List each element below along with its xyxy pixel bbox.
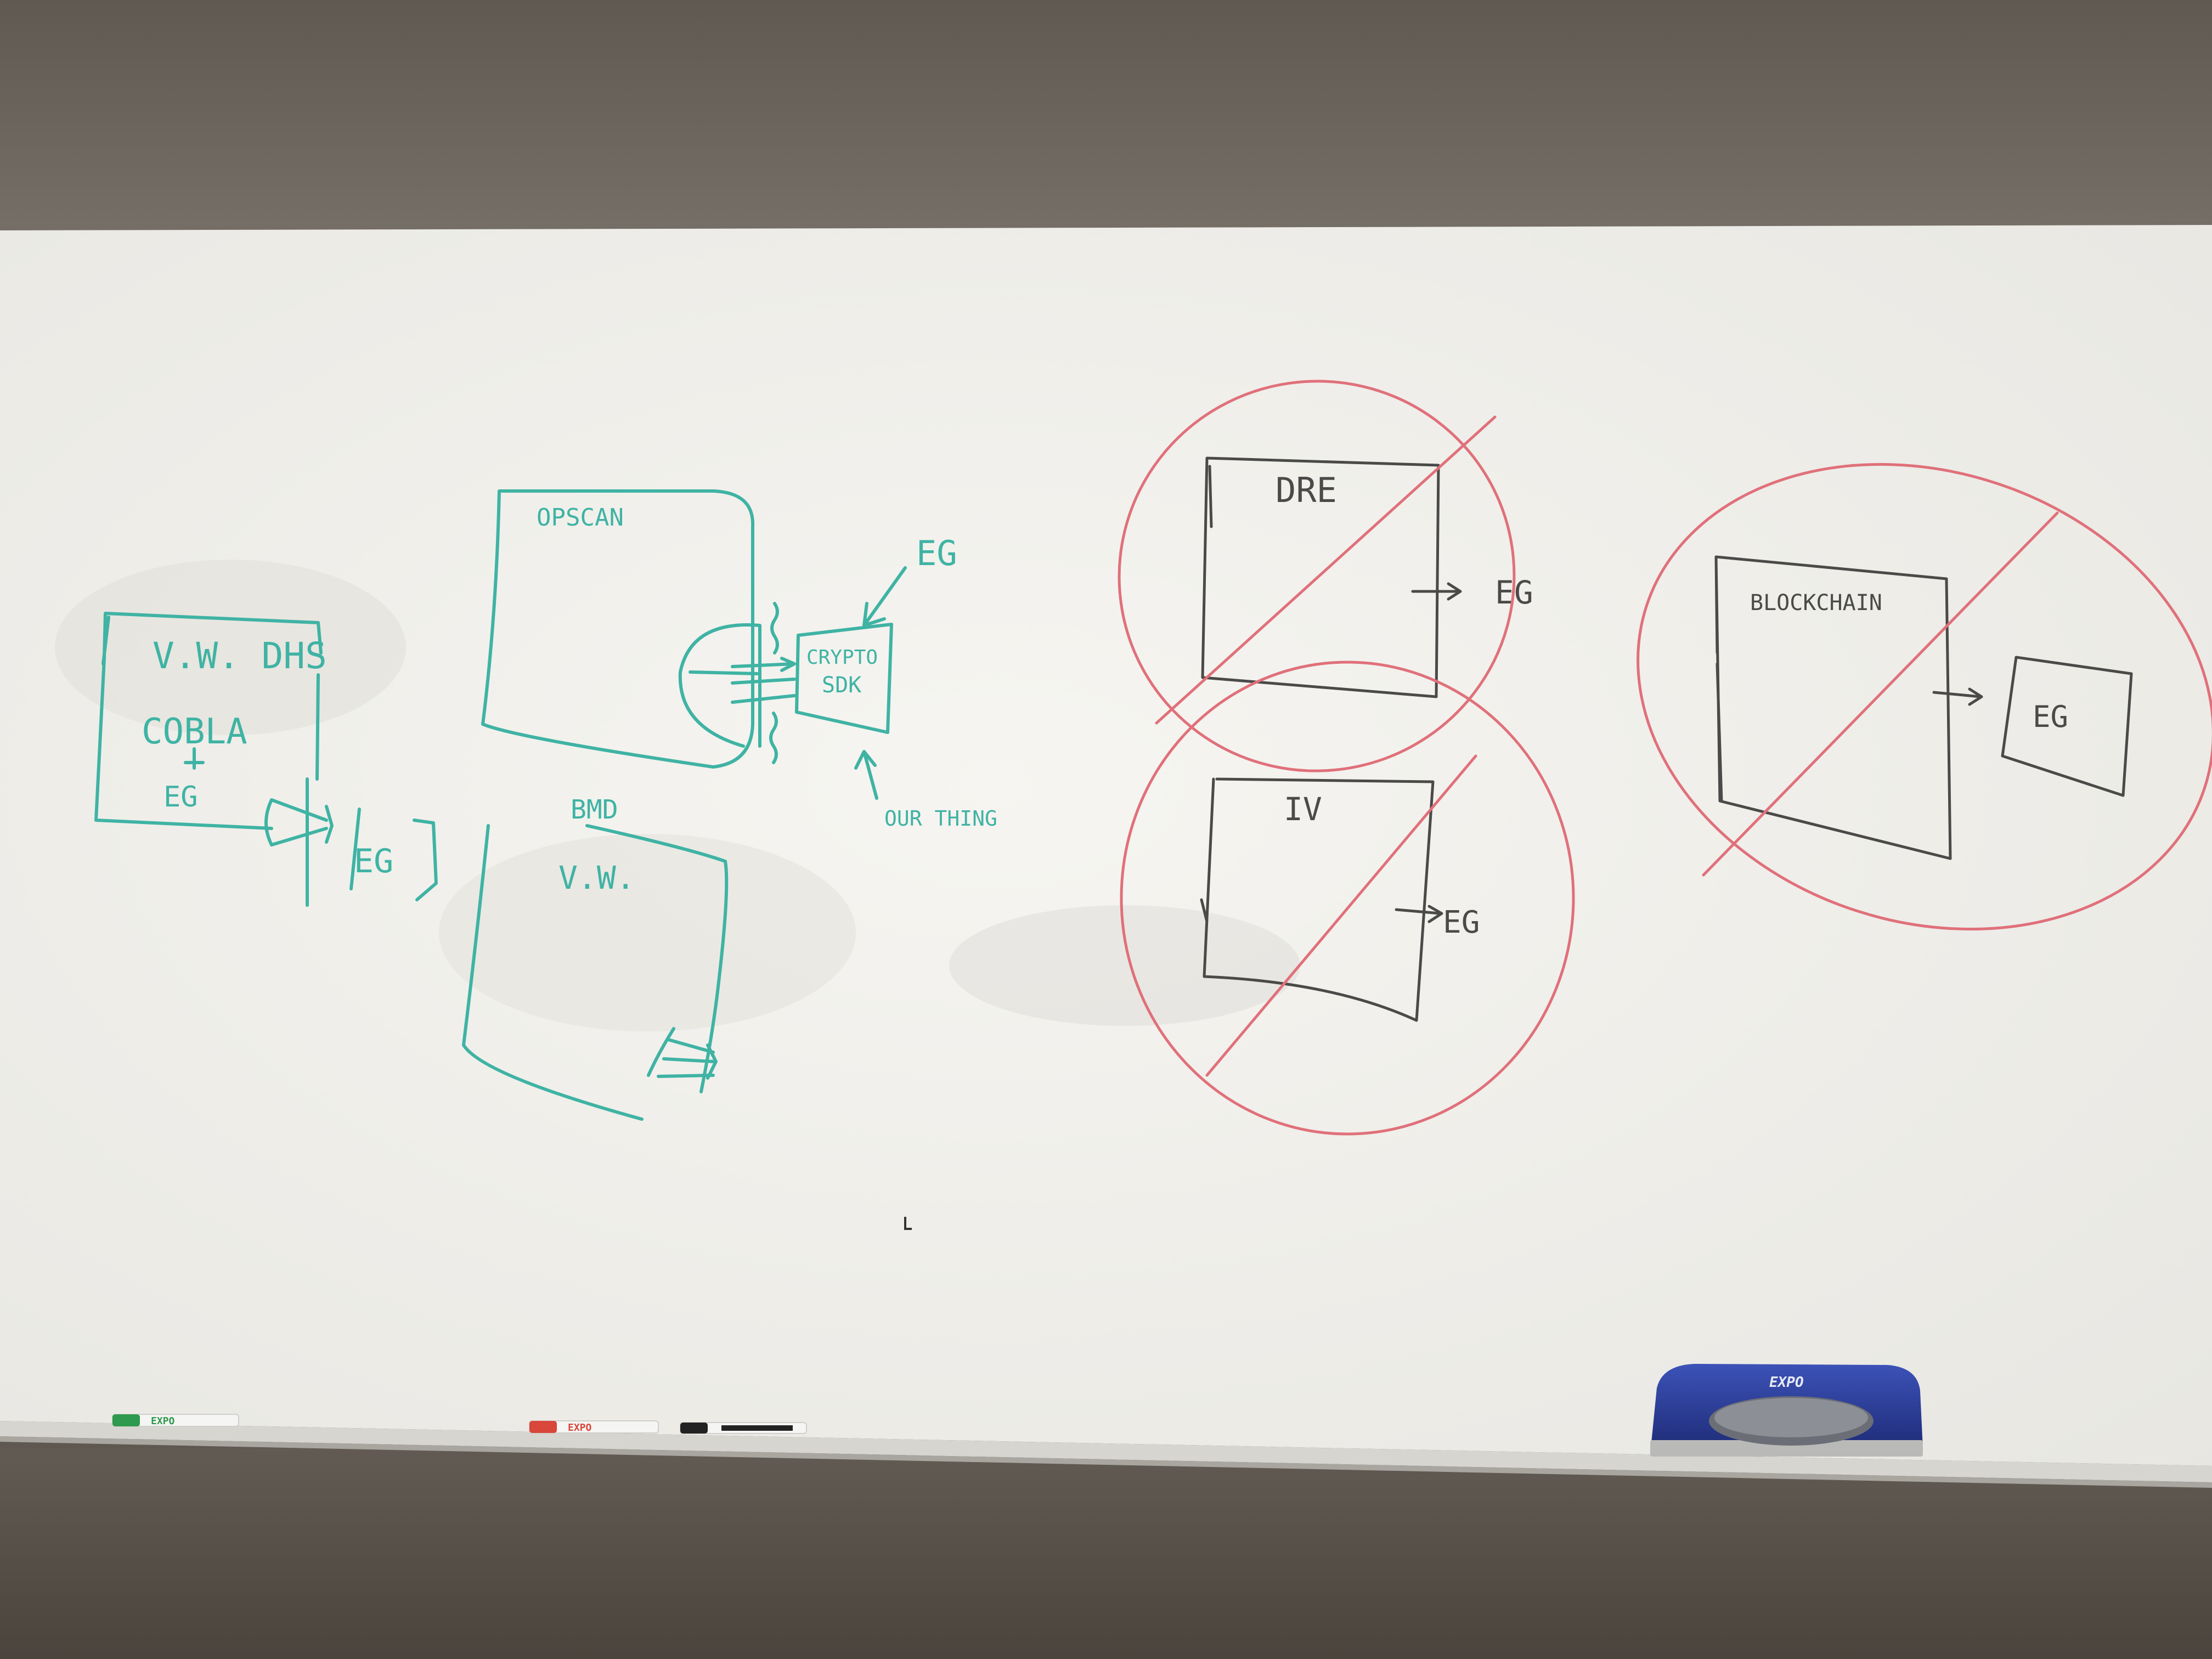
black-marker[interactable] [680, 1422, 807, 1434]
eraser-smudge [949, 905, 1300, 1026]
dre-circle-slash-icon [1118, 380, 1516, 772]
bmd-vw-label: V.W. [558, 859, 635, 896]
opscan-to-crypto-arrow-icon [731, 657, 796, 704]
sdk-label: SDK [822, 673, 861, 698]
bmd-output-arrow-icon [647, 1027, 718, 1080]
marker-tray [0, 1421, 2212, 1482]
crypto-label: CRYPTO [806, 646, 878, 669]
crypto-sdk-box [795, 623, 893, 734]
blockchain-eg-label: EG [2033, 699, 2068, 734]
black-diagram: DRE EG IV EG BLOCKCHAIN EG [1200, 456, 2133, 1022]
bmd-label: BMD [571, 794, 618, 825]
eraser-smudge [439, 834, 856, 1031]
our-thing-pointer-arrow-icon [854, 750, 878, 800]
teal-diagram: V.W. DHS COBLA EG EG OPSCAN CRYPTO SDK E… [94, 489, 997, 1121]
wavy-signal [769, 602, 779, 764]
blockchain-circle-slash-icon [1637, 462, 2212, 931]
bmd-box [462, 824, 729, 1121]
our-thing-label: OUR THING [884, 806, 997, 831]
whiteboard [0, 225, 2212, 1466]
dre-box [1201, 456, 1440, 698]
opscan-box [481, 489, 755, 769]
dre-label: DRE [1276, 470, 1337, 510]
wall-top [0, 0, 2212, 236]
iv-circle-slash-icon [1120, 661, 1575, 1136]
wall-bottom [0, 1448, 2212, 1659]
marker-brand-label: EXPO [568, 1422, 592, 1434]
blockchain-label: BLOCKCHAIN [1750, 590, 1882, 616]
stray-mark [904, 1217, 912, 1230]
vw-dhs-box [94, 612, 323, 830]
eraser-brand-label: EXPO [1769, 1374, 1804, 1391]
eg-pointer-arrow-icon [862, 566, 907, 627]
iv-to-eg-arrow-icon [1395, 905, 1443, 923]
tray-lip [0, 1436, 2212, 1488]
vw-to-eg-arrow-icon [264, 777, 334, 907]
cobla-label: COBLA [142, 712, 247, 752]
dre-to-eg-arrow-icon [1411, 582, 1462, 601]
blockchain-to-eg-arrow-icon [1932, 687, 1983, 706]
eg-left-label: EG [354, 842, 393, 881]
red-crossouts [1118, 380, 2212, 1136]
marker-brand-label: EXPO [151, 1415, 175, 1427]
green-marker[interactable]: EXPO [112, 1414, 239, 1427]
blockchain-box [1714, 555, 1952, 860]
iv-eg-label: EG [1443, 905, 1480, 940]
blockchain-eg-box [2001, 656, 2133, 797]
ballot-scanner-icon [678, 623, 761, 748]
red-marker[interactable]: EXPO [529, 1420, 659, 1434]
iv-label: IV [1284, 791, 1322, 828]
eg-left-box [349, 808, 438, 901]
eraser[interactable]: EXPO [1650, 1364, 1923, 1457]
opscan-label: OPSCAN [537, 504, 624, 532]
eg-top-label: EG [916, 533, 957, 573]
iv-box [1200, 777, 1435, 1022]
vw-dhs-label: V.W. DHS [153, 635, 327, 677]
small-vertical-tick [184, 747, 205, 770]
cobla-eg-label: EG [163, 781, 198, 814]
